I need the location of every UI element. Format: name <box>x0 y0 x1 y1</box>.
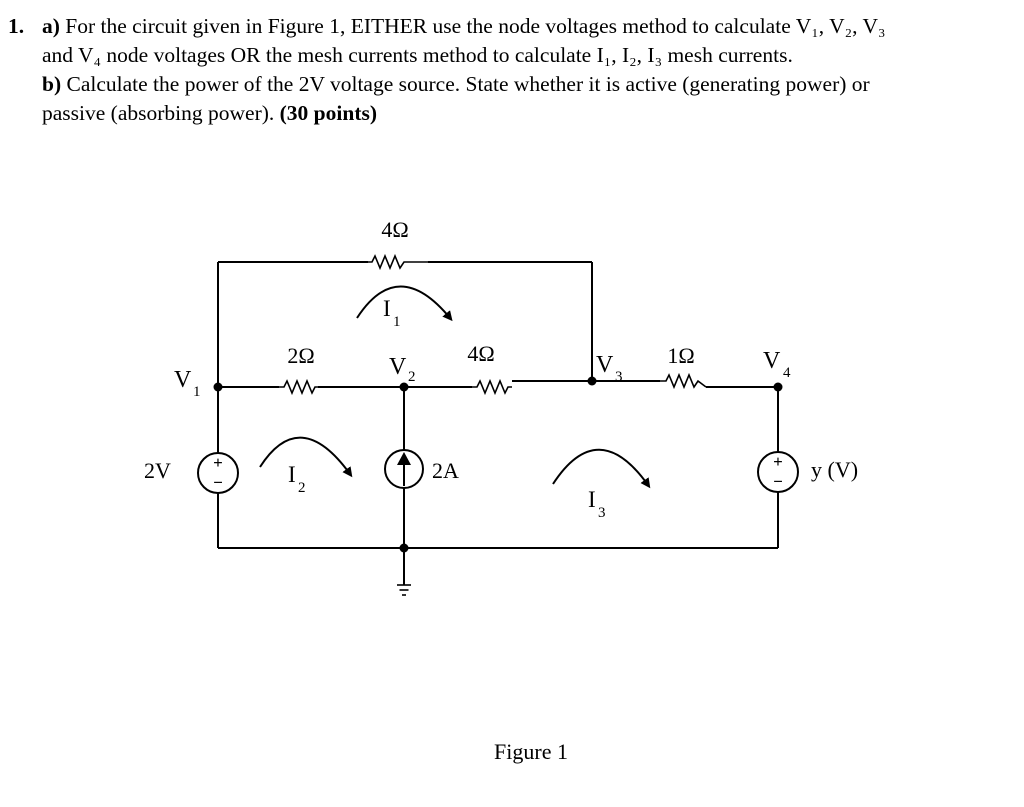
question-number: 1. <box>8 14 25 38</box>
part-b-line-2: passive (absorbing power). (30 points) <box>42 99 1013 128</box>
node-label-v1: V <box>174 367 192 393</box>
mesh-arrows <box>259 285 651 489</box>
node-dots <box>213 376 783 553</box>
node-dot-v1 <box>213 382 223 392</box>
node-dot-v3 <box>587 376 597 386</box>
part-a-label: a) <box>42 14 60 38</box>
mesh-label-i2: I <box>288 462 296 487</box>
mesh-arrow-i2-icon <box>259 436 353 478</box>
voltage-source-2v: + − <box>197 452 239 494</box>
resistor-right-symbol <box>660 372 707 390</box>
part-a-text-1: For the circuit given in Figure 1, EITHE… <box>65 14 886 38</box>
node-dot-bottom <box>399 543 409 553</box>
voltage-source-y-circle <box>757 451 799 493</box>
circuit-wires <box>217 261 779 585</box>
voltage-source-2v-minus: − <box>213 473 223 492</box>
question-body: a) For the circuit given in Figure 1, EI… <box>42 12 1013 128</box>
current-source-arrowhead-icon <box>397 452 411 465</box>
mesh-arrow-i1-icon <box>356 285 453 322</box>
voltage-source-y-plus: + <box>773 452 783 471</box>
voltage-source-2v-circle <box>197 452 239 494</box>
part-b-line-1: b) Calculate the power of the 2V voltage… <box>42 70 1013 99</box>
resistor-right-label: 1Ω <box>667 343 694 368</box>
part-a-line-1: a) For the circuit given in Figure 1, EI… <box>42 12 1013 41</box>
node-label-v4-sub: 4 <box>783 365 791 381</box>
node-label-v2-sub: 2 <box>408 369 416 385</box>
mesh-label-i1-sub: 1 <box>393 314 401 330</box>
voltage-source-y-minus: − <box>773 472 783 491</box>
node-label-v4: V <box>763 348 781 374</box>
resistor-middle-label: 4Ω <box>467 341 494 366</box>
node-dot-v2 <box>399 382 409 392</box>
mesh-arrow-i3-icon <box>552 448 651 489</box>
resistors <box>279 253 707 396</box>
mesh-label-i3: I <box>588 487 596 512</box>
current-source-2a-label: 2A <box>432 458 459 483</box>
resistor-top-label: 4Ω <box>381 217 408 242</box>
points-label: (30 points) <box>279 101 377 125</box>
part-b-text-2: passive (absorbing power). <box>42 101 275 125</box>
node-dot-v4 <box>773 382 783 392</box>
node-label-v2: V <box>389 354 407 380</box>
voltage-source-y-label: y (V) <box>811 457 858 482</box>
current-source-2a <box>384 449 424 489</box>
mesh-label-i2-sub: 2 <box>298 480 306 496</box>
ground-icon <box>397 584 411 596</box>
node-label-v1-sub: 1 <box>193 384 201 400</box>
resistor-top-symbol <box>368 253 428 271</box>
mesh-label-i1: I <box>383 296 391 321</box>
resistor-left-label: 2Ω <box>287 343 314 368</box>
mesh-label-i3-sub: 3 <box>598 505 606 521</box>
question-block: 1. a) For the circuit given in Figure 1,… <box>8 12 1013 128</box>
voltage-source-2v-plus: + <box>213 453 223 472</box>
part-a-line-2: and V₄ node voltages OR the mesh current… <box>42 43 793 67</box>
part-b-text-1: Calculate the power of the 2V voltage so… <box>66 72 870 96</box>
node-label-v3: V <box>596 352 614 378</box>
voltage-source-2v-label: 2V <box>144 458 171 483</box>
figure-caption: Figure 1 <box>494 739 568 764</box>
node-label-v3-sub: 3 <box>615 369 623 385</box>
resistor-left-symbol <box>279 378 318 396</box>
voltage-source-y: + − <box>757 451 799 493</box>
resistor-middle-symbol <box>472 378 512 396</box>
part-b-label: b) <box>42 72 62 96</box>
